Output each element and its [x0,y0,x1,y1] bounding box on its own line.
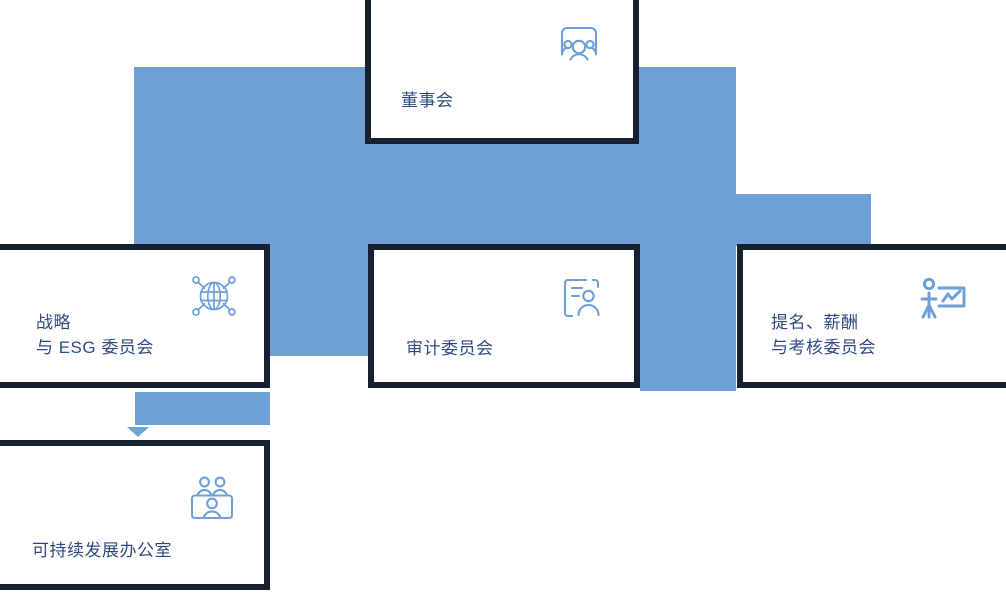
presenter-chart-icon [915,272,971,328]
node-nomination[interactable]: 提名、薪酬 与考核委员会 [737,244,1006,388]
connector-drop-left [270,246,368,356]
connector-arrow-down-icon [127,427,149,437]
node-board[interactable]: 董事会 [365,0,639,144]
connector-stub-sustainability [135,392,270,425]
document-person-icon [552,270,608,326]
node-sustainability-office-label: 可持续发展办公室 [32,541,172,560]
card-top-notch [884,250,888,257]
node-audit[interactable]: 审计委员会 [368,244,640,388]
node-sustainability-office[interactable]: 可持续发展办公室 [0,440,270,590]
node-strategy-esg-label: 战略 与 ESG 委员会 [36,313,154,357]
connector-drop-right [640,246,736,391]
node-nomination-label: 提名、薪酬 与考核委员会 [771,313,876,357]
card-top-notch [140,250,144,257]
node-audit-label: 审计委员会 [406,339,494,358]
node-strategy-esg[interactable]: 战略 与 ESG 委员会 [0,244,270,388]
card-bottom-notch [505,131,509,138]
connector-trunk-lower [134,194,871,246]
card-top-notch [510,250,514,257]
team-group-icon [184,472,240,528]
board-of-directors-icon [551,18,607,74]
card-top-notch [140,446,144,453]
card-bottom-notch [140,375,144,382]
node-board-label: 董事会 [401,91,454,110]
globe-network-icon [186,268,242,324]
